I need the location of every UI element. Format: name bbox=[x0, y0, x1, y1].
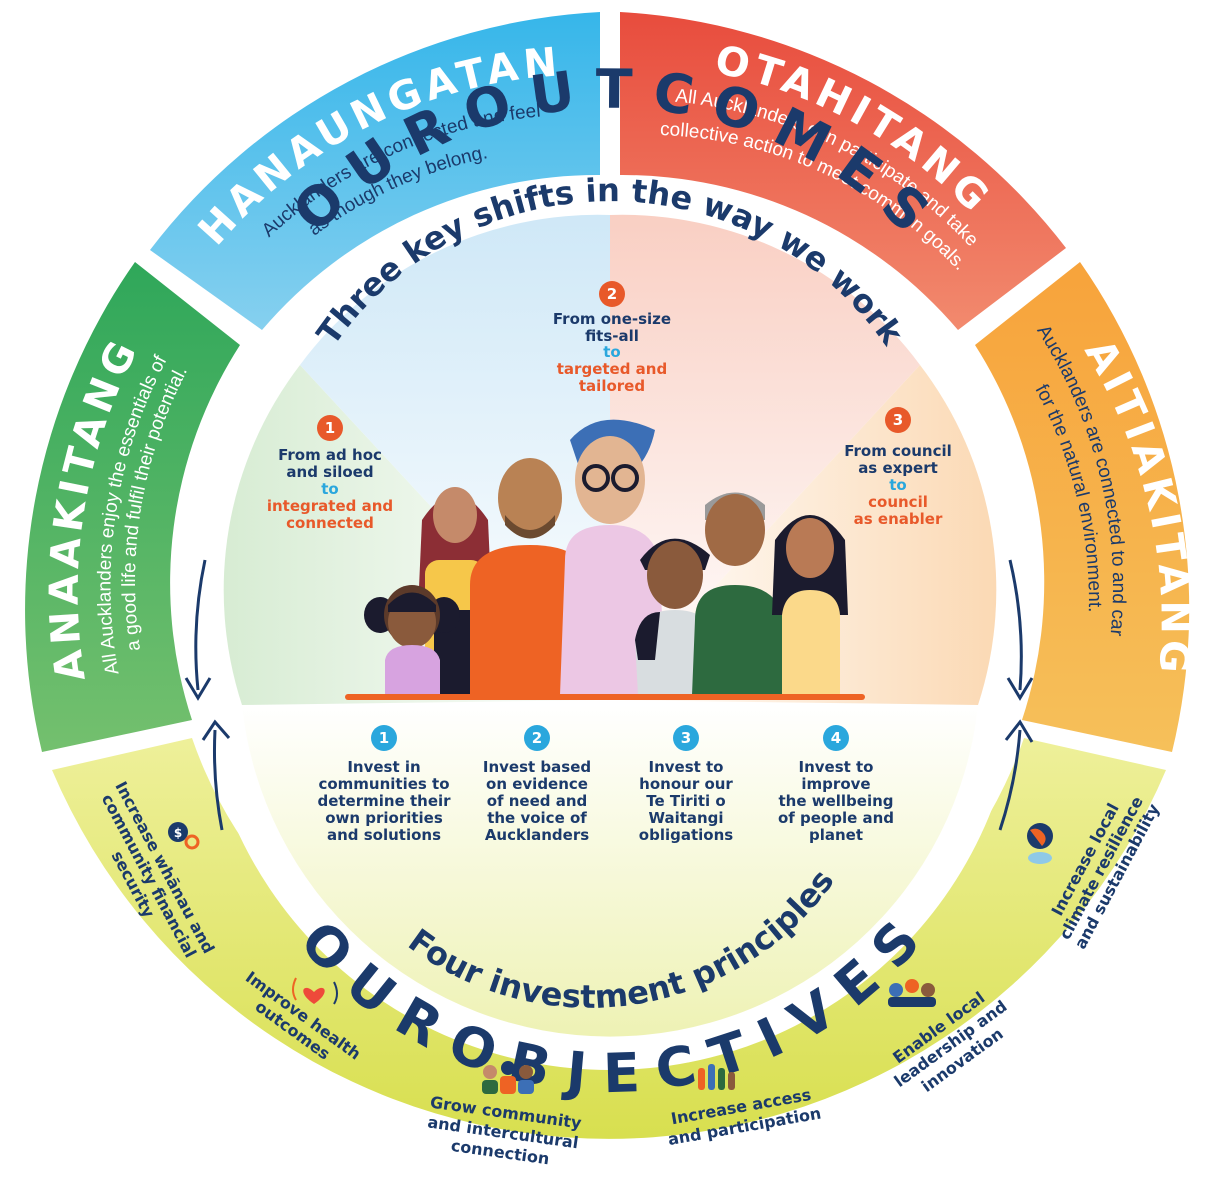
shift-3: 3 From council as expert to council as e… bbox=[844, 407, 952, 528]
shift-3-number: 3 bbox=[893, 411, 903, 429]
shift-2-from-2: fits-all bbox=[585, 327, 639, 345]
principle-2-line-1: Invest based bbox=[483, 758, 591, 776]
principle-3-line-1: Invest to bbox=[648, 758, 723, 776]
principle-3-line-5: obligations bbox=[639, 826, 733, 844]
objective-3: Grow community and intercultural connect… bbox=[426, 1093, 583, 1169]
principle-1-line-3: determine their bbox=[317, 792, 451, 810]
shift-3-from-2: as expert bbox=[858, 459, 938, 477]
principle-4-line-1: Invest to bbox=[798, 758, 873, 776]
principle-2-line-3: of need and bbox=[487, 792, 588, 810]
principles-wedge bbox=[242, 705, 978, 1037]
arrow-right-down-head bbox=[1006, 677, 1034, 701]
principle-2-line-4: the voice of bbox=[487, 809, 587, 827]
shift-3-to: to bbox=[889, 476, 906, 494]
principle-1-line-5: and solutions bbox=[327, 826, 441, 844]
arrow-left-up bbox=[213, 729, 224, 831]
money-icon: $ bbox=[168, 822, 200, 850]
manaakitanga-band bbox=[25, 262, 241, 752]
principle-1-line-4: own priorities bbox=[325, 809, 443, 827]
shift-1-number-badge bbox=[317, 415, 343, 441]
shift-2-target-1: targeted and bbox=[557, 360, 667, 378]
shift-2-from-1: From one-size bbox=[553, 310, 671, 328]
principle-3: 3 Invest to honour our Te Tiriti o Waita… bbox=[639, 725, 733, 844]
principle-3-number: 3 bbox=[681, 729, 691, 747]
principle-3-line-4: Waitangi bbox=[648, 809, 723, 827]
principle-1-line-1: Invest in bbox=[347, 758, 420, 776]
shift-1-from-2: and siloed bbox=[286, 463, 373, 481]
principle-4: 4 Invest to improve the wellbeing of peo… bbox=[778, 725, 894, 844]
shift-1-target-1: integrated and bbox=[267, 497, 393, 515]
shift-1-target-2: connected bbox=[286, 514, 374, 532]
family-illustration bbox=[345, 419, 865, 700]
arrow-left-down-head bbox=[184, 677, 212, 701]
people-icon bbox=[482, 1061, 534, 1094]
svg-text:$: $ bbox=[174, 826, 182, 840]
shift-1-to: to bbox=[321, 480, 338, 498]
arrow-right-down bbox=[1008, 559, 1023, 691]
kotahitanga-band bbox=[620, 12, 1066, 330]
globe-icon bbox=[1027, 823, 1053, 864]
shift-1-from-1: From ad hoc bbox=[278, 446, 382, 464]
heart-icon bbox=[292, 977, 338, 1005]
principle-4-line-2: improve bbox=[801, 775, 870, 793]
shift-2: 2 From one-size fits-all to targeted and… bbox=[553, 281, 671, 395]
principle-1: 1 Invest in communities to determine the… bbox=[317, 725, 451, 844]
hands-icon bbox=[698, 1064, 735, 1090]
principle-4-line-3: the wellbeing bbox=[778, 792, 893, 810]
principle-1-line-2: communities to bbox=[318, 775, 449, 793]
shift-3-target-1: council bbox=[868, 493, 928, 511]
principle-1-number-badge bbox=[371, 725, 397, 751]
principle-2-line-2: on evidence bbox=[486, 775, 588, 793]
principle-2-number-badge bbox=[524, 725, 550, 751]
kaitiakitanga-band bbox=[975, 262, 1190, 752]
whanaungatanga-band bbox=[150, 12, 600, 330]
arrow-right-up bbox=[998, 729, 1022, 831]
principle-3-line-2: honour our bbox=[639, 775, 733, 793]
shift-3-number-badge bbox=[885, 407, 911, 433]
principle-4-line-4: of people and bbox=[778, 809, 894, 827]
principle-4-number: 4 bbox=[831, 729, 841, 747]
principle-4-number-badge bbox=[823, 725, 849, 751]
shift-3-target-2: as enabler bbox=[854, 510, 943, 528]
principle-3-line-3: Te Tiriti o bbox=[646, 792, 725, 810]
arrow-left-down bbox=[194, 559, 207, 691]
shift-1: 1 From ad hoc and siloed to integrated a… bbox=[267, 415, 393, 532]
principle-2-number: 2 bbox=[532, 729, 542, 747]
principle-4-line-5: planet bbox=[809, 826, 863, 844]
shift-2-number: 2 bbox=[607, 285, 617, 303]
shift-3-from-1: From council bbox=[844, 442, 952, 460]
objectives-band bbox=[52, 738, 1166, 1139]
arrow-left-up-head bbox=[201, 719, 231, 741]
shift-2-number-badge bbox=[599, 281, 625, 307]
principle-2-line-5: Aucklanders bbox=[485, 826, 589, 844]
leaders-icon bbox=[888, 979, 936, 1007]
shift-2-to: to bbox=[603, 343, 620, 361]
arrow-right-up-head bbox=[1004, 719, 1034, 743]
shift-1-number: 1 bbox=[325, 419, 335, 437]
principle-1-number: 1 bbox=[379, 729, 389, 747]
principle-2: 2 Invest based on evidence of need and t… bbox=[483, 725, 591, 844]
principle-3-number-badge bbox=[673, 725, 699, 751]
shift-2-target-2: tailored bbox=[579, 377, 645, 395]
